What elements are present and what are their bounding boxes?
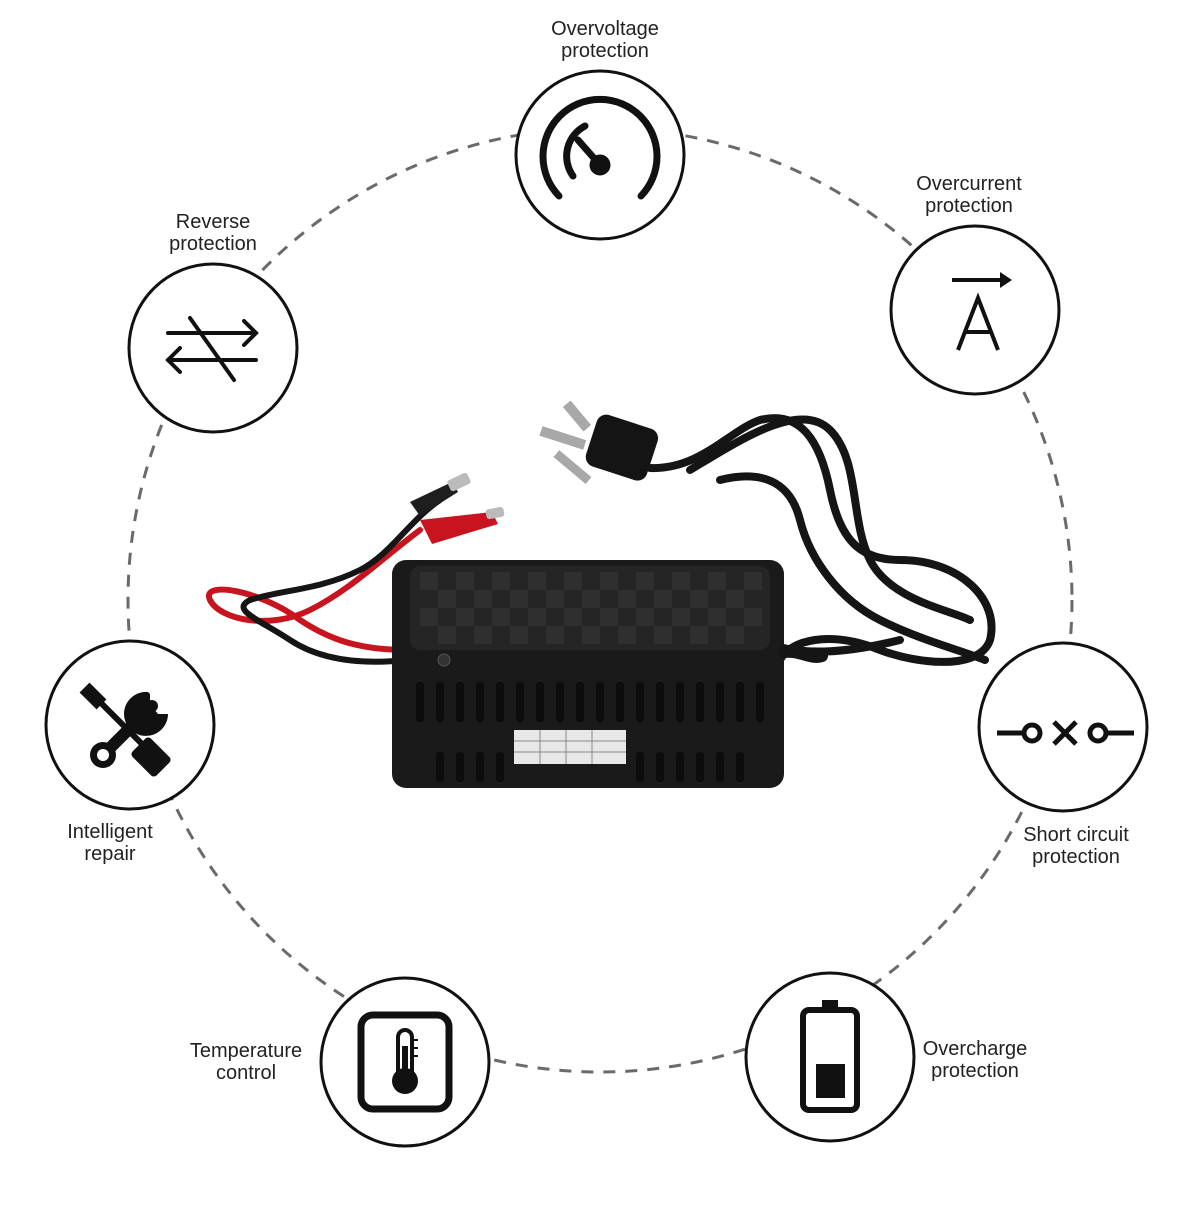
gauge-icon (539, 95, 661, 200)
reverse-arrows-icon (165, 316, 259, 382)
open-circuit-icon (997, 720, 1134, 746)
label-reverse: Reverse protection (169, 211, 257, 255)
label-temperature: Temperature control (189, 1040, 303, 1084)
battery-charger-image (205, 400, 996, 788)
battery-leads (205, 497, 443, 665)
power-plug (539, 400, 659, 484)
spec-sticker (514, 730, 626, 764)
feature-overcurrent (889, 224, 1061, 396)
label-overvoltage: Overvoltage protection (551, 18, 659, 62)
feature-overvoltage (514, 69, 686, 241)
label-overcharge: Overcharge protection (922, 1038, 1028, 1082)
feature-reverse (127, 262, 299, 434)
feature-repair (44, 639, 216, 811)
label-repair: Intelligent repair (67, 821, 153, 865)
ampere-icon (952, 272, 1012, 351)
alligator-clips (410, 472, 505, 544)
feature-overcharge (744, 971, 916, 1143)
thermometer-icon (357, 1011, 453, 1113)
tools-icon (79, 682, 171, 777)
charger-body (392, 560, 828, 788)
battery-icon (800, 1000, 860, 1113)
label-overcurrent: Overcurrent protection (916, 173, 1022, 217)
feature-temperature (319, 976, 491, 1148)
label-short-circuit: Short circuit protection (1023, 824, 1129, 868)
feature-short-circuit (977, 641, 1149, 813)
